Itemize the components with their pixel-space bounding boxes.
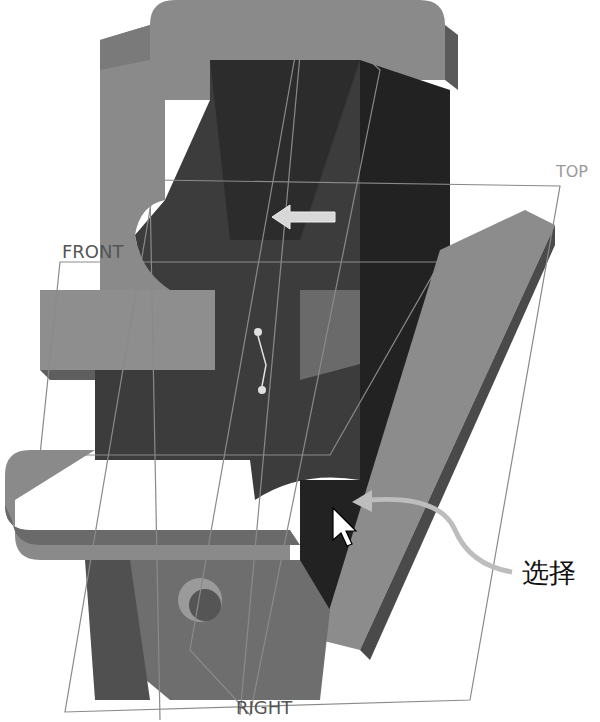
direction-arrow [272,205,335,229]
mouse-cursor [333,508,356,546]
flange-side [100,25,150,70]
tab-face [40,290,215,370]
datum-label: TOP [556,163,588,181]
leader-line [370,499,512,572]
rail-face [320,210,555,650]
hole [178,578,222,622]
base-side [85,560,150,700]
hole [189,589,221,621]
recess-wall [210,60,360,240]
callout-text: 选择 [522,558,576,588]
datum-label: FRONT [62,242,124,262]
flange-side [445,25,458,90]
datum-plane [40,0,560,720]
handle-dot [258,386,266,394]
rail-side [360,225,555,660]
recess [95,60,360,500]
datum-label: RIGHT [236,698,292,718]
handle-line [258,336,266,386]
handle-dot [254,328,262,336]
leader-arrowhead [352,490,372,512]
